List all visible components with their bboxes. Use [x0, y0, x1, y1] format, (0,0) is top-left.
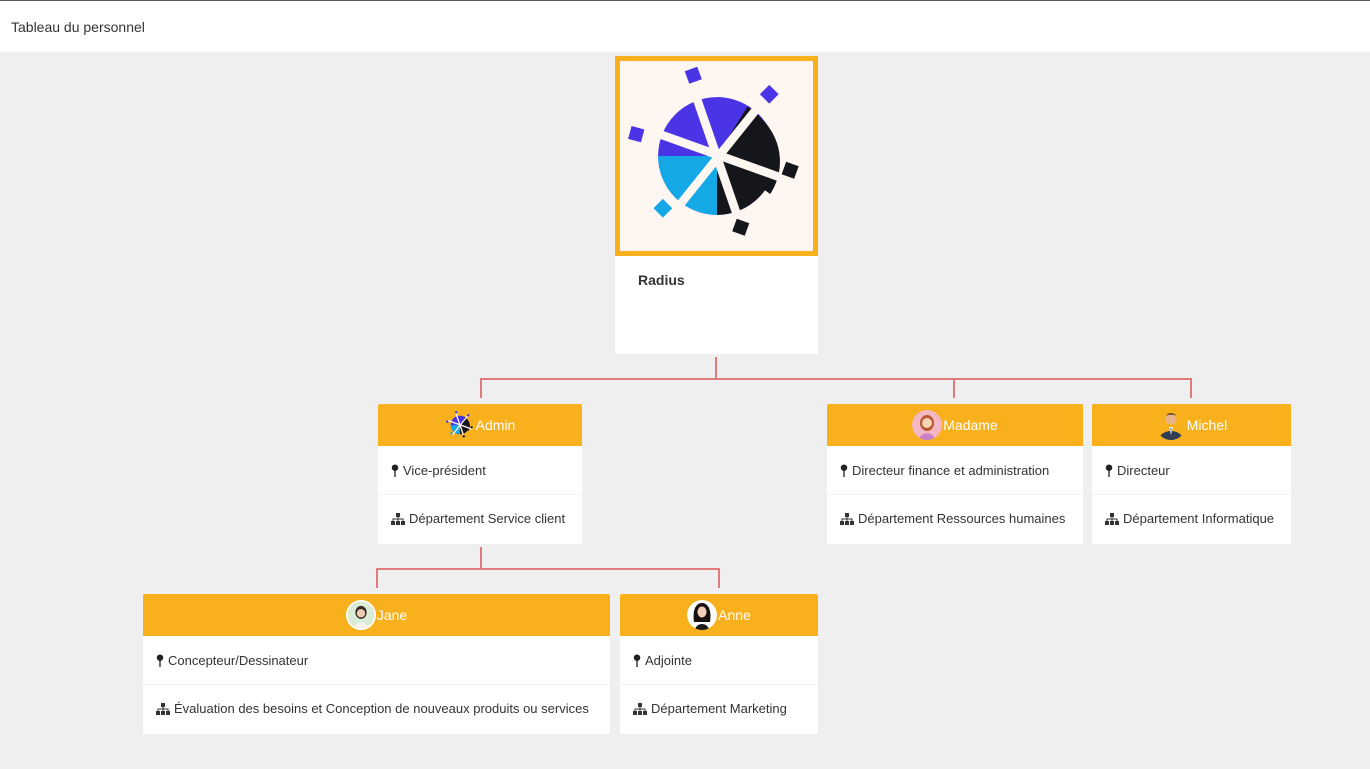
connector-line: [376, 568, 720, 570]
woman-avatar-icon: [345, 600, 376, 630]
node-department: Département Ressources humaines: [858, 511, 1066, 526]
app-header: Tableau du personnel: [0, 0, 1370, 52]
node-header: Anne: [620, 594, 818, 636]
location-pin-icon: [156, 654, 164, 667]
node-role: Vice-président: [403, 462, 486, 478]
node-header: Jane: [143, 594, 610, 636]
radius-logo-icon: [445, 410, 475, 440]
node-name: Jane: [376, 607, 408, 623]
location-pin-icon: [633, 654, 641, 667]
location-pin-icon: [1105, 464, 1113, 477]
woman-dark-hair-avatar-icon: [687, 600, 718, 630]
node-card-michel[interactable]: Michel Directeur Département Informatiqu…: [1092, 404, 1291, 544]
node-role-row: Directeur: [1092, 446, 1291, 494]
node-role-row: Directeur finance et administration: [827, 446, 1083, 494]
root-node-card[interactable]: Radius: [615, 56, 818, 354]
node-name: Madame: [943, 417, 998, 433]
node-role-row: Concepteur/Dessinateur: [143, 636, 610, 684]
node-header: Michel: [1092, 404, 1291, 446]
connector-line: [376, 568, 378, 588]
org-chart-icon: [840, 513, 854, 525]
location-pin-icon: [391, 464, 399, 477]
connector-line: [480, 378, 1192, 380]
node-department-row: Département Informatique: [1092, 494, 1291, 542]
node-department: Département Service client: [409, 511, 566, 526]
connector-line: [718, 568, 720, 588]
node-role: Directeur finance et administration: [852, 462, 1050, 478]
node-department-row: Département Ressources humaines: [827, 494, 1083, 542]
woman-avatar-icon: [912, 410, 943, 440]
node-card-admin[interactable]: Admin Vice-président Département Service…: [378, 404, 582, 544]
connector-line: [953, 378, 955, 398]
node-name: Michel: [1186, 417, 1228, 433]
connector-line: [480, 547, 482, 569]
node-role-row: Vice-président: [378, 446, 582, 494]
radius-logo-icon: [622, 61, 812, 251]
root-node-name: Radius: [638, 272, 685, 288]
node-role: Directeur: [1117, 462, 1170, 478]
org-chart-icon: [391, 513, 405, 525]
org-chart-icon: [1105, 513, 1119, 525]
node-header: Admin: [378, 404, 582, 446]
root-logo-frame: [615, 56, 818, 256]
page-title: Tableau du personnel: [11, 19, 145, 35]
connector-line: [1190, 378, 1192, 398]
node-card-anne[interactable]: Anne Adjointe Département Marketing: [620, 594, 818, 734]
node-name: Admin: [475, 417, 516, 433]
org-chart-icon: [156, 703, 170, 715]
node-department-row: Département Service client: [378, 494, 582, 542]
node-card-jane[interactable]: Jane Concepteur/Dessinateur Évaluation d…: [143, 594, 610, 734]
node-department: Département Marketing: [651, 701, 787, 716]
man-suit-avatar-icon: [1156, 410, 1186, 440]
connector-line: [715, 357, 717, 379]
node-role: Concepteur/Dessinateur: [168, 652, 309, 668]
org-chart-icon: [633, 703, 647, 715]
node-department-row: Département Marketing: [620, 684, 818, 732]
node-role: Adjointe: [645, 652, 692, 668]
node-card-madame[interactable]: Madame Directeur finance et administrati…: [827, 404, 1083, 544]
node-department: Département Informatique: [1123, 511, 1275, 526]
node-department: Évaluation des besoins et Conception de …: [174, 701, 589, 716]
node-department-row: Évaluation des besoins et Conception de …: [143, 684, 610, 732]
connector-line: [480, 378, 482, 398]
node-role-row: Adjointe: [620, 636, 818, 684]
location-pin-icon: [840, 464, 848, 477]
node-header: Madame: [827, 404, 1083, 446]
node-name: Anne: [718, 607, 751, 623]
